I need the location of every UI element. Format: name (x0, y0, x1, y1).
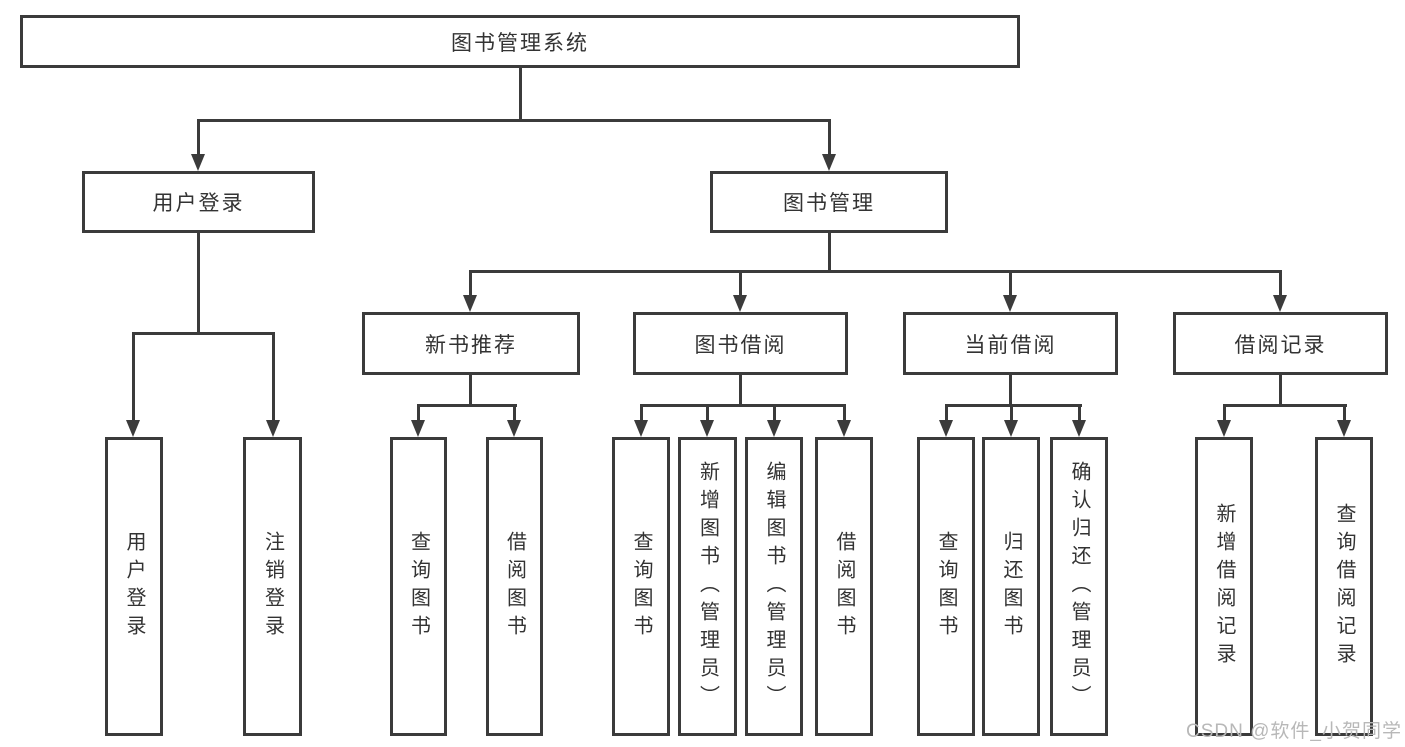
arrowhead-icon (1003, 295, 1017, 312)
arrowhead-icon (634, 420, 648, 437)
connector-line (1279, 375, 1282, 407)
connector-line (1010, 404, 1013, 422)
leaf-label: 注销登录 (261, 530, 284, 643)
connector-line (132, 332, 275, 335)
connector-line (132, 332, 135, 422)
arrowhead-icon (266, 420, 280, 437)
leaf-query-books-1: 查询图书 (390, 437, 447, 736)
connector-line (197, 119, 200, 157)
leaf-return-books: 归还图书 (982, 437, 1040, 736)
csdn-watermark: CSDN @软件_小贺同学 (1186, 721, 1402, 742)
node-user-login-group: 用户登录 (82, 171, 315, 233)
node-library-management-system: 图书管理系统 (20, 15, 1020, 68)
leaf-label: 查询借阅记录 (1333, 502, 1355, 671)
connector-line (513, 404, 516, 422)
leaf-label: 借阅图书 (503, 530, 526, 643)
node-book-borrowing: 图书借阅 (633, 312, 848, 375)
connector-line (739, 270, 742, 298)
arrowhead-icon (822, 154, 836, 171)
connector-line (272, 332, 275, 422)
connector-line (197, 233, 200, 335)
leaf-query-books-2: 查询图书 (612, 437, 670, 736)
connector-line (519, 68, 522, 121)
connector-line (945, 404, 1082, 407)
node-borrowing-records: 借阅记录 (1173, 312, 1388, 375)
connector-line (773, 404, 776, 422)
leaf-user-login: 用户登录 (105, 437, 163, 736)
connector-line (1223, 404, 1226, 422)
connector-line (828, 233, 831, 273)
leaf-confirm-return-admin: 确认归还（管理员） (1050, 437, 1108, 736)
connector-line (945, 404, 948, 422)
connector-line (706, 404, 709, 422)
node-new-book-recommend: 新书推荐 (362, 312, 580, 375)
connector-line (197, 119, 831, 122)
leaf-label: 查询图书 (935, 530, 957, 643)
arrowhead-icon (411, 420, 425, 437)
arrowhead-icon (191, 154, 205, 171)
arrowhead-icon (700, 420, 714, 437)
connector-line (1343, 404, 1346, 422)
leaf-label: 编辑图书（管理员） (763, 460, 785, 713)
connector-line (1223, 404, 1347, 407)
connector-line (417, 404, 517, 407)
arrowhead-icon (1337, 420, 1351, 437)
leaf-query-borrow-record: 查询借阅记录 (1315, 437, 1373, 736)
leaf-label: 查询图书 (407, 530, 430, 643)
connector-line (417, 404, 420, 422)
arrowhead-icon (507, 420, 521, 437)
leaf-label: 查询图书 (630, 530, 652, 643)
leaf-label: 用户登录 (123, 530, 145, 643)
arrowhead-icon (1072, 420, 1086, 437)
arrowhead-icon (837, 420, 851, 437)
connector-line (1279, 270, 1282, 298)
leaf-logout: 注销登录 (243, 437, 302, 736)
leaf-label: 确认归还（管理员） (1068, 460, 1090, 713)
leaf-label: 借阅图书 (833, 530, 855, 643)
leaf-label: 归还图书 (1000, 530, 1022, 643)
connector-line (469, 375, 472, 407)
arrowhead-icon (1004, 420, 1018, 437)
arrowhead-icon (126, 420, 140, 437)
arrowhead-icon (733, 295, 747, 312)
connector-line (739, 375, 742, 407)
connector-line (469, 270, 472, 298)
connector-line (1009, 270, 1012, 298)
arrowhead-icon (1273, 295, 1287, 312)
connector-line (640, 404, 643, 422)
node-current-borrowing: 当前借阅 (903, 312, 1118, 375)
leaf-borrow-books-2: 借阅图书 (815, 437, 873, 736)
leaf-label: 新增借阅记录 (1213, 502, 1235, 671)
leaf-add-borrow-record: 新增借阅记录 (1195, 437, 1253, 736)
connector-line (1078, 404, 1081, 422)
leaf-query-books-3: 查询图书 (917, 437, 975, 736)
leaf-add-books-admin: 新增图书（管理员） (678, 437, 737, 736)
arrowhead-icon (1217, 420, 1231, 437)
arrowhead-icon (463, 295, 477, 312)
connector-line (640, 404, 846, 407)
arrowhead-icon (939, 420, 953, 437)
leaf-edit-books-admin: 编辑图书（管理员） (745, 437, 803, 736)
connector-line (828, 119, 831, 157)
connector-line (469, 270, 1282, 273)
leaf-label: 新增图书（管理员） (696, 460, 719, 713)
arrowhead-icon (767, 420, 781, 437)
node-book-management: 图书管理 (710, 171, 948, 233)
connector-line (843, 404, 846, 422)
leaf-borrow-books-1: 借阅图书 (486, 437, 543, 736)
connector-line (1009, 375, 1012, 407)
